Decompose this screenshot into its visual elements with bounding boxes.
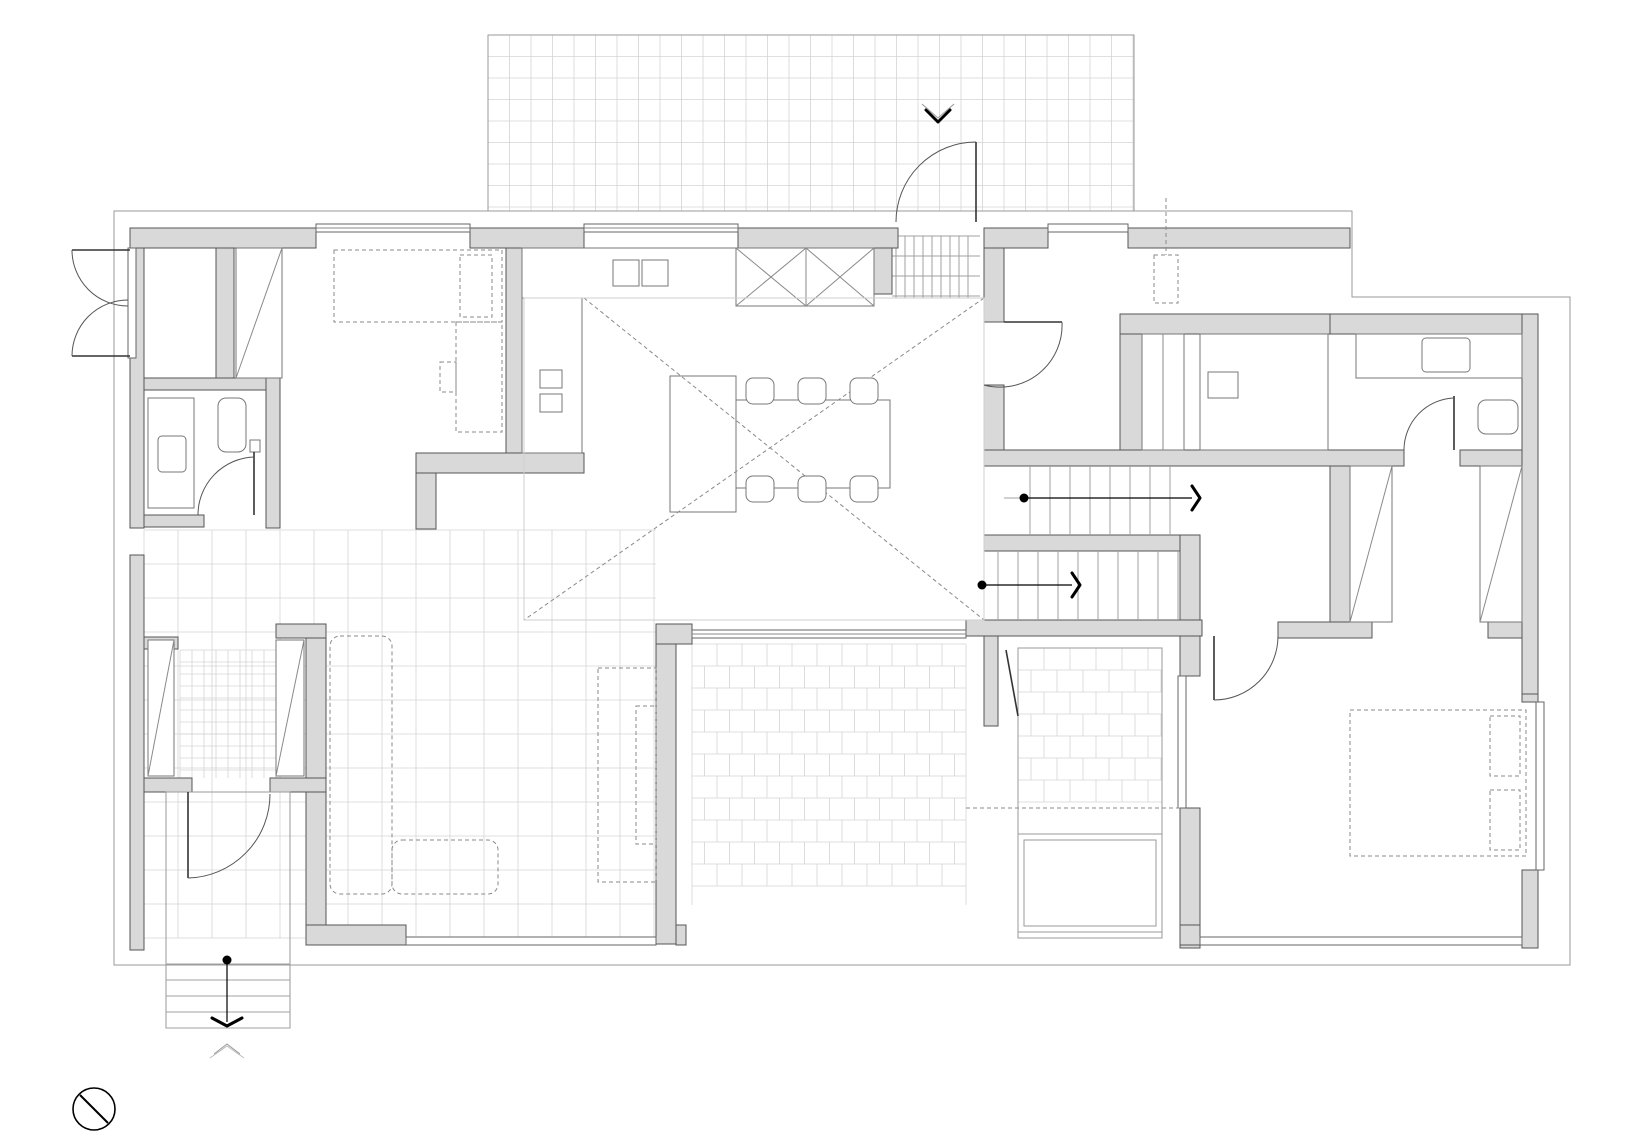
dining-chair (849, 475, 879, 503)
dining-chair (745, 475, 775, 503)
entry-arrow-icon (209, 955, 245, 1059)
north-arrow-icon (72, 1087, 116, 1131)
dining-chair (797, 475, 827, 503)
dining-chair (797, 377, 827, 405)
terrace-arrow-icon (921, 103, 955, 124)
interior-details (147, 198, 1527, 1029)
doors (71, 141, 1455, 879)
windows (127, 223, 1545, 946)
site-outline (113, 210, 1571, 966)
courtyard-paving-right (1017, 647, 1163, 808)
stair-up-arrow-icon (1019, 484, 1202, 512)
terrace-outline (487, 34, 1135, 212)
walls (129, 227, 1539, 951)
courtyard-paving-left (691, 643, 967, 905)
dining-chair (745, 377, 775, 405)
living-floor-grid (143, 529, 656, 939)
entry-floor-grid (179, 649, 277, 778)
stair-up-arrow-icon (977, 571, 1082, 599)
terrace-tile-grid (487, 34, 1134, 211)
dining-chair (849, 377, 879, 405)
